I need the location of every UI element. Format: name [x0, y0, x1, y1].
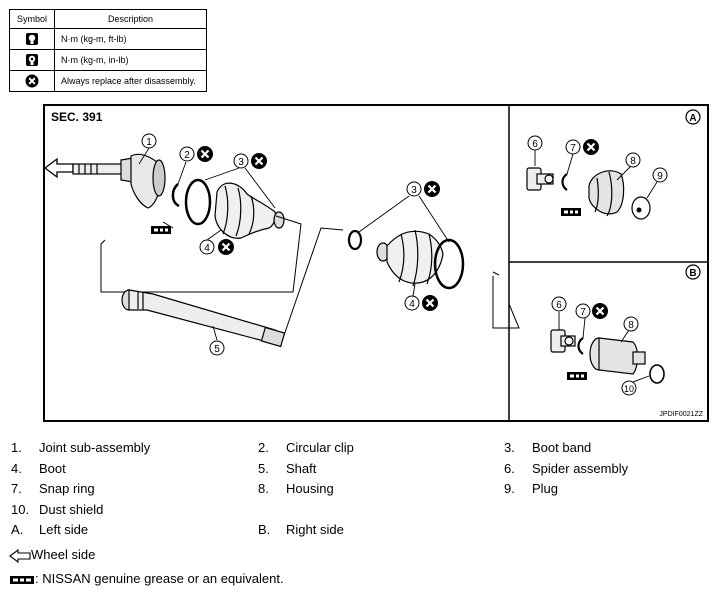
svg-text:2: 2: [184, 150, 190, 161]
callout-8a: 8: [625, 152, 641, 168]
svg-text:5: 5: [214, 344, 220, 355]
plug: [631, 196, 651, 220]
callout-2: 2: [179, 144, 215, 164]
spider-assembly-a: [526, 167, 554, 191]
panel-label-a: A: [685, 109, 701, 125]
callout-10: 10: [621, 380, 637, 396]
callout-6a: 6: [527, 135, 543, 151]
callout-1: 1: [141, 133, 157, 149]
callout-7a: 7: [565, 137, 601, 157]
callout-4b: 4: [404, 293, 440, 313]
callout-7b: 7: [575, 301, 610, 321]
diagram-code: JPDIF0021ZZ: [659, 411, 703, 418]
legend-desc-replace: Always replace after disassembly.: [54, 70, 207, 92]
legend-desc-ft-lb: N·m (kg-m, ft-lb): [54, 28, 207, 50]
wheel-side-arrow-icon: [9, 548, 31, 563]
boot-band-right-small: [347, 229, 363, 251]
legend-header-description: Description: [54, 9, 207, 29]
svg-text:9: 9: [657, 171, 663, 182]
svg-text:4: 4: [409, 299, 415, 310]
dust-shield: [649, 364, 665, 384]
snap-ring-a: [561, 173, 568, 191]
svg-text:7: 7: [570, 143, 576, 154]
shaft: [121, 289, 286, 348]
diagram-frame: [43, 104, 709, 422]
joint-sub-assembly: [72, 153, 166, 209]
boot-band-left: [184, 178, 212, 226]
callout-3a: 3: [233, 151, 269, 171]
boot-left: [214, 182, 285, 239]
callout-4a: 4: [199, 237, 236, 257]
svg-text:10: 10: [624, 384, 634, 394]
legend-header-symbol: Symbol: [9, 9, 55, 29]
torque-wrench-icon: [26, 33, 38, 45]
torque-wrench-small-icon: [26, 54, 38, 66]
svg-text:4: 4: [204, 243, 210, 254]
svg-text:3: 3: [411, 185, 417, 196]
callout-5: 5: [209, 340, 225, 356]
legend-desc-in-lb: N·m (kg-m, in-lb): [54, 49, 207, 71]
housing-a: [588, 170, 625, 217]
driveshaft-exploded-diagram: SEC. 391 A B: [43, 104, 709, 422]
grease-icon: [10, 575, 34, 584]
svg-text:B: B: [689, 268, 696, 279]
svg-text:1: 1: [146, 137, 152, 148]
section-label: SEC. 391: [51, 110, 103, 124]
replace-x-icon: [25, 74, 39, 88]
callout-3b: 3: [406, 179, 442, 199]
svg-text:7: 7: [580, 307, 586, 318]
symbol-legend-table: Symbol Description N·m (kg-m, ft-lb) N·m…: [9, 9, 207, 92]
grease-note: : NISSAN genuine grease or an equivalent…: [9, 570, 284, 588]
wheel-side-note: Wheel side: [9, 546, 95, 564]
spider-assembly-b: [550, 329, 576, 353]
svg-text:6: 6: [532, 139, 538, 150]
svg-text:A: A: [689, 113, 696, 124]
callout-9: 9: [652, 167, 668, 183]
svg-text:8: 8: [628, 320, 634, 331]
housing-b: [589, 337, 646, 375]
snap-ring-b: [577, 337, 584, 355]
callout-8b: 8: [623, 316, 639, 332]
svg-text:6: 6: [556, 300, 562, 311]
circular-clip: [171, 183, 180, 208]
callout-6b: 6: [551, 296, 567, 312]
svg-text:8: 8: [630, 156, 636, 167]
panel-label-b: B: [685, 264, 701, 280]
boot-band-right-large: [433, 238, 465, 290]
svg-text:3: 3: [238, 157, 244, 168]
boot-right: [376, 229, 444, 287]
